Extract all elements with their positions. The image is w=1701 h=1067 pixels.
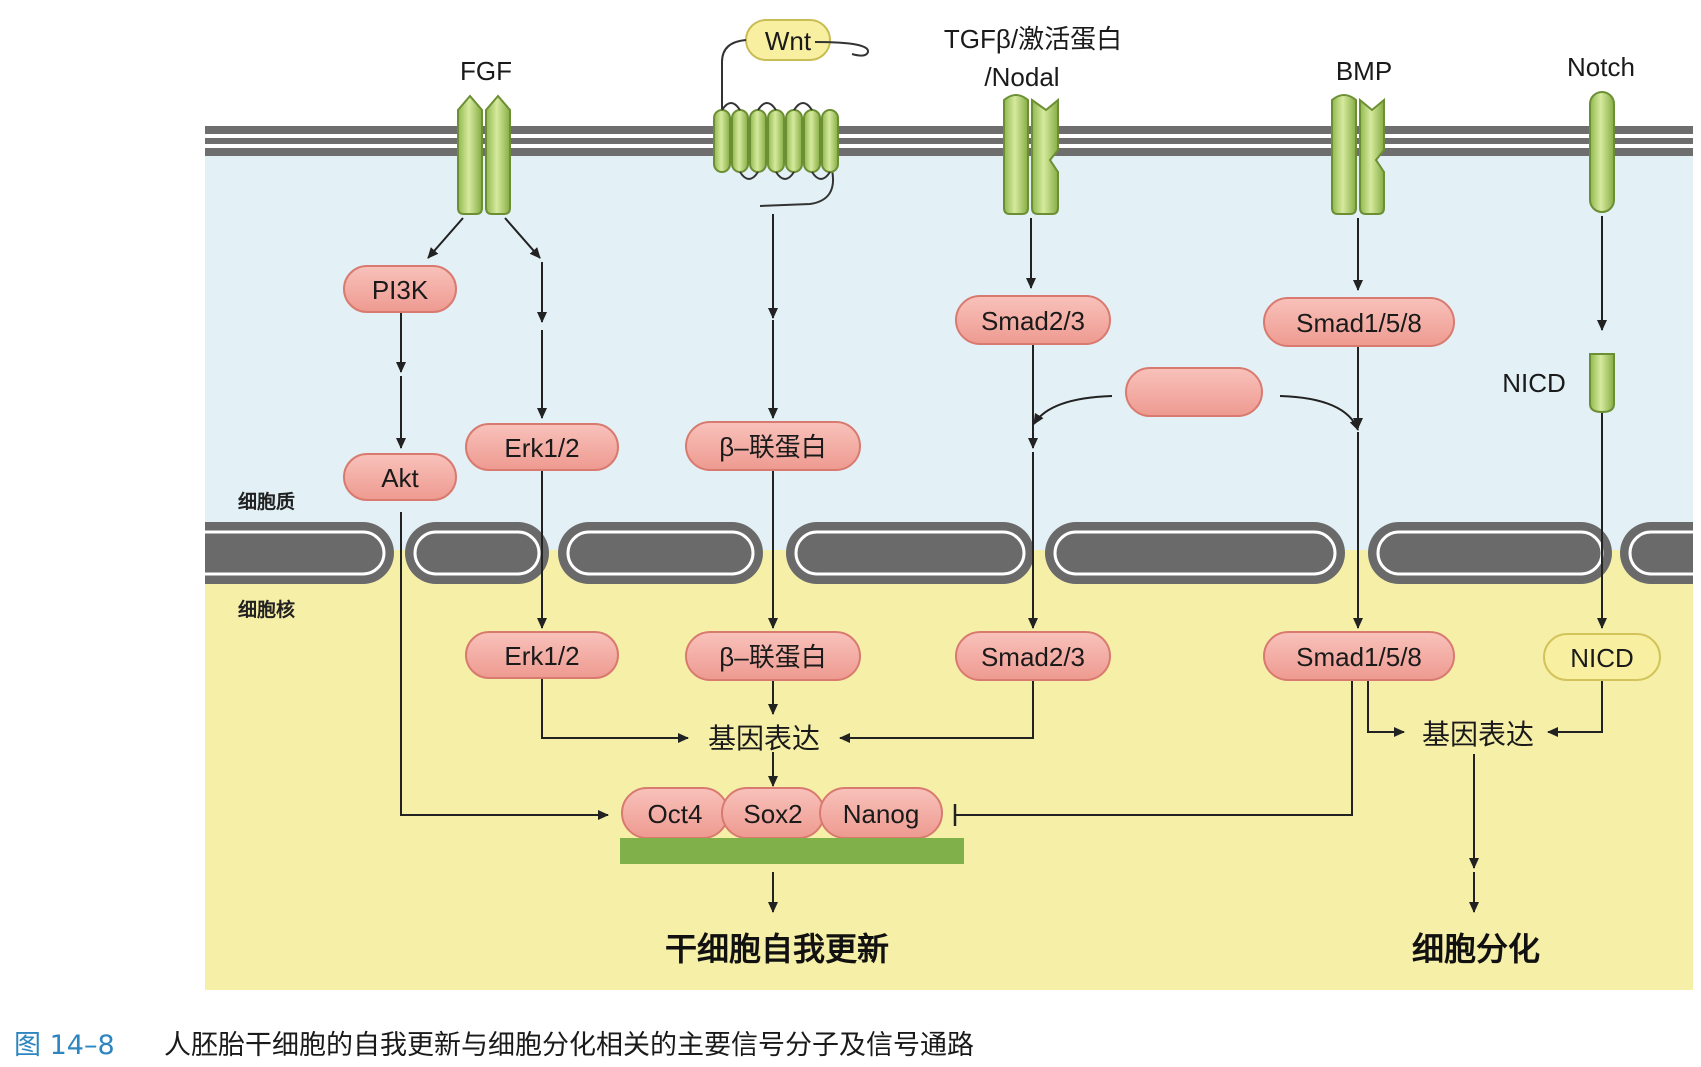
svg-text:β–联蛋白: β–联蛋白	[719, 432, 826, 462]
nucleus-region	[205, 550, 1693, 990]
fgf-arrows	[396, 217, 689, 820]
tgfb-arrows	[839, 218, 1113, 743]
svg-text:Smad1/5/8: Smad1/5/8	[1296, 642, 1422, 672]
figure-number: 图 14–8	[14, 1030, 115, 1061]
pi3k-node: PI3K	[343, 265, 457, 313]
smad23-nuc-node: Smad2/3	[955, 631, 1111, 681]
svg-text:Erk1/2: Erk1/2	[504, 641, 579, 671]
svg-text:Wnt: Wnt	[765, 26, 812, 56]
dna-bar	[620, 838, 964, 864]
smad4-unlabeled-node	[1125, 367, 1263, 417]
self-renewal-outcome: 干细胞自我更新	[665, 930, 889, 968]
wnt-ligand: Wnt	[745, 19, 831, 61]
svg-text:Smad2/3: Smad2/3	[981, 642, 1085, 672]
akt-node: Akt	[343, 453, 457, 501]
fgf-receptor-icon	[457, 94, 511, 215]
erk-cyto-node: Erk1/2	[465, 423, 619, 471]
svg-text:Nanog: Nanog	[843, 799, 920, 829]
gene-expression-right: 基因表达	[1422, 718, 1534, 751]
oct4-node: Oct4	[621, 787, 729, 839]
tgf-label-line2: /Nodal	[984, 62, 1059, 92]
svg-text:Oct4: Oct4	[648, 799, 703, 829]
bmp-receptor-icon	[1331, 94, 1385, 215]
nicd-nuc-node: NICD	[1543, 633, 1661, 681]
differentiation-outcome: 细胞分化	[1412, 930, 1540, 968]
nuclear-envelope	[150, 522, 1701, 584]
smad158-nuc-node: Smad1/5/8	[1263, 631, 1455, 681]
notch-receptor-icon	[1589, 91, 1615, 213]
svg-text:PI3K: PI3K	[372, 275, 429, 305]
smad23-cyto-node: Smad2/3	[955, 295, 1111, 345]
cytoplasm-label: 细胞质	[238, 490, 295, 513]
notch-arrows	[1547, 216, 1607, 737]
svg-text:β–联蛋白: β–联蛋白	[719, 642, 826, 672]
notch-label: Notch	[1567, 52, 1635, 82]
svg-text:NICD: NICD	[1502, 368, 1566, 398]
bmp-arrows	[953, 218, 1479, 913]
fgf-label: FGF	[460, 56, 512, 86]
figure-caption: 人胚胎干细胞的自我更新与细胞分化相关的主要信号分子及信号通路	[164, 1030, 974, 1061]
svg-text:Akt: Akt	[381, 463, 419, 493]
nicd-cyto-node: NICD	[1502, 353, 1615, 414]
plasma-membrane	[205, 126, 1693, 156]
gene-expression-left: 基因表达	[708, 722, 820, 755]
svg-text:Smad2/3: Smad2/3	[981, 306, 1085, 336]
nucleus-label: 细胞核	[238, 598, 295, 621]
svg-text:Sox2: Sox2	[743, 799, 802, 829]
svg-text:Erk1/2: Erk1/2	[504, 433, 579, 463]
svg-text:NICD: NICD	[1570, 643, 1634, 673]
beta-catenin-nuc-node: β–联蛋白	[685, 631, 861, 681]
smad158-cyto-node: Smad1/5/8	[1263, 297, 1455, 347]
tgfb-receptor-icon	[1003, 94, 1059, 215]
tgf-label-line1: TGFβ/激活蛋白	[944, 24, 1122, 54]
nanog-node: Nanog	[819, 787, 943, 839]
svg-text:Smad1/5/8: Smad1/5/8	[1296, 308, 1422, 338]
beta-catenin-cyto-node: β–联蛋白	[685, 421, 861, 471]
frizzled-receptor-icon	[713, 39, 869, 207]
erk-nuc-node: Erk1/2	[465, 631, 619, 679]
bmp-label: BMP	[1336, 56, 1392, 86]
sox2-node: Sox2	[721, 787, 825, 839]
